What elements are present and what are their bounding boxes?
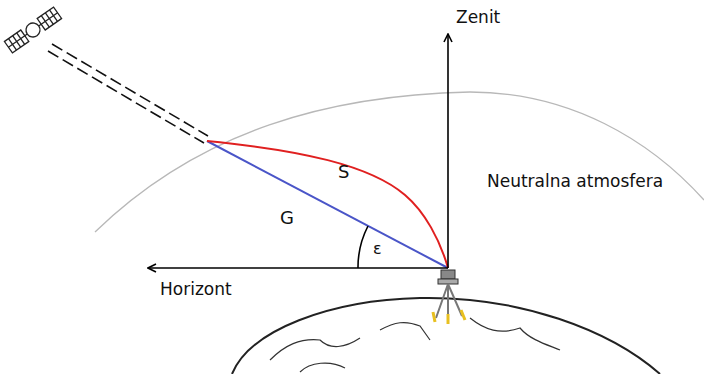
path-label: G [280, 208, 294, 228]
earth-outline [232, 298, 660, 374]
refracted-path [207, 141, 448, 268]
axis-label: Zenit [456, 8, 500, 27]
atmosphere-boundary [95, 92, 704, 232]
path-label: S [338, 162, 349, 182]
geometric-path [207, 141, 448, 268]
axis-label: Horizont [160, 280, 232, 299]
region-label: Neutralna atmosfera [487, 172, 663, 191]
continent-lines [270, 318, 560, 372]
receiver-tripod [433, 270, 465, 324]
satellite-icon [4, 7, 61, 53]
angle-label: ε [373, 240, 382, 258]
